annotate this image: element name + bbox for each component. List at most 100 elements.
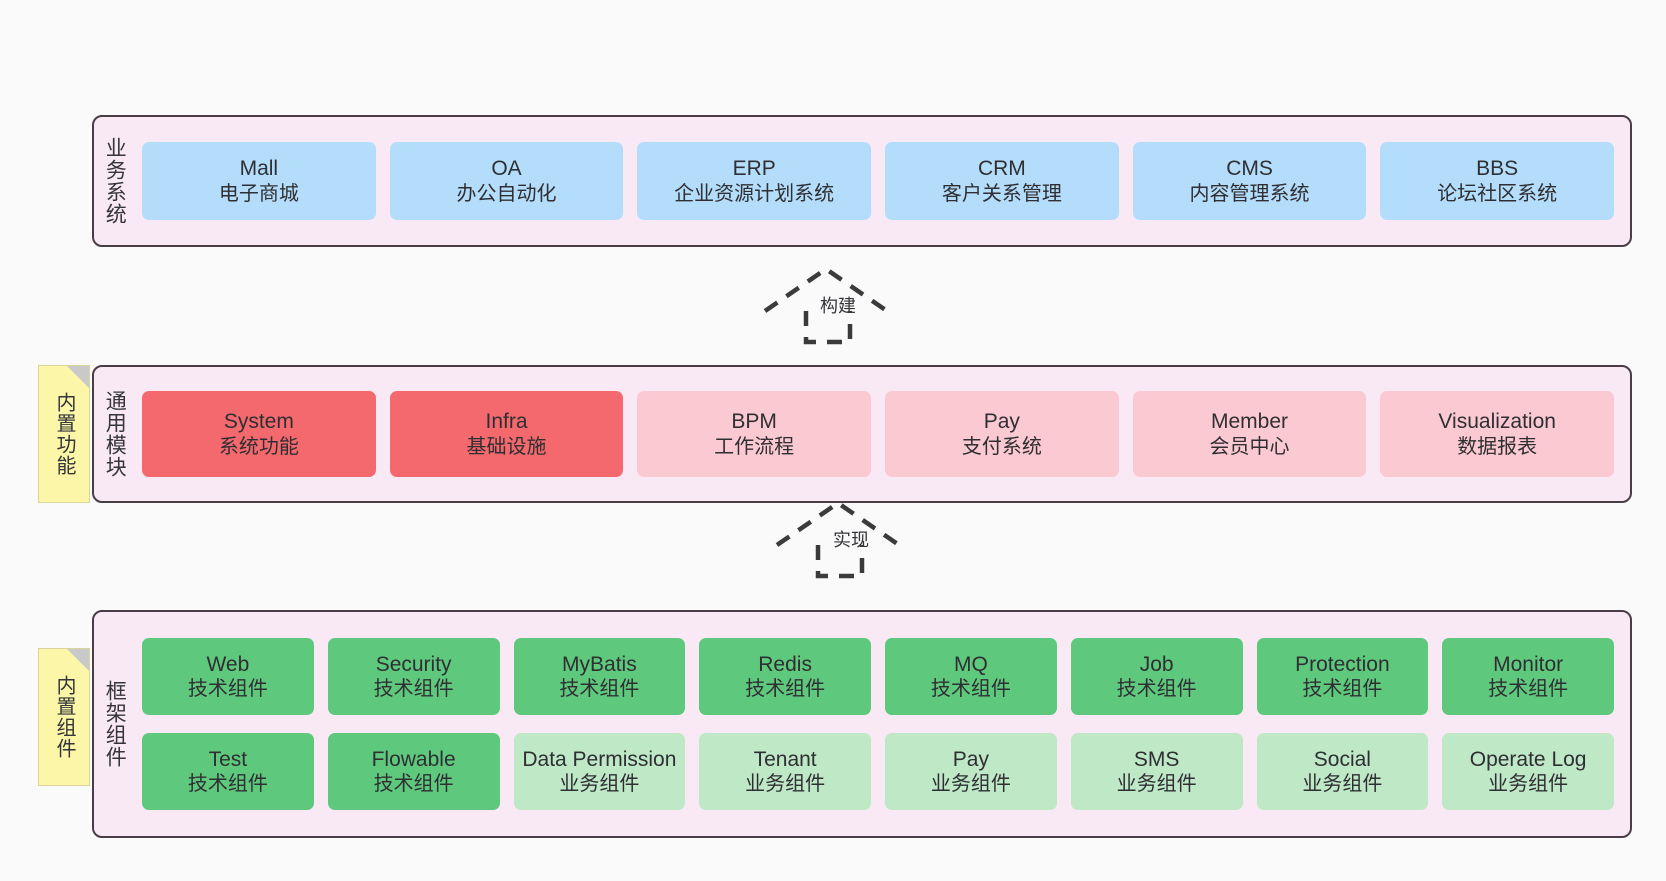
- node-web-desc: 技术组件: [187, 678, 268, 701]
- node-cms-desc: 内容管理系统: [1189, 182, 1310, 205]
- node-monitor-name: Monitor: [1493, 652, 1564, 676]
- node-pay-module-desc: 支付系统: [961, 435, 1042, 458]
- node-monitor[interactable]: Monitor 技术组件: [1442, 638, 1614, 715]
- node-flowable[interactable]: Flowable 技术组件: [327, 733, 500, 810]
- node-protection-name: Protection: [1295, 652, 1390, 676]
- node-job-desc: 技术组件: [1116, 678, 1197, 701]
- node-mybatis-name: MyBatis: [562, 652, 637, 676]
- node-pay-module-name: Pay: [983, 410, 1020, 433]
- node-sms-name: SMS: [1133, 747, 1180, 771]
- node-visualization-desc: 数据报表: [1457, 435, 1538, 458]
- node-mybatis[interactable]: MyBatis 技术组件: [513, 638, 686, 715]
- node-data-permission-desc: 业务组件: [559, 773, 640, 796]
- node-member[interactable]: Member 会员中心: [1132, 391, 1367, 477]
- note-builtin-features-text: 内置功能: [53, 392, 75, 476]
- node-test[interactable]: Test 技术组件: [142, 733, 314, 810]
- node-crm-desc: 客户关系管理: [941, 182, 1062, 205]
- node-infra-desc: 基础设施: [466, 435, 547, 458]
- node-infra[interactable]: Infra 基础设施: [389, 391, 624, 477]
- node-oa-name: OA: [491, 157, 522, 180]
- layer-business-systems-body: Mall 电子商城 OA 办公自动化 ERP 企业资源计划系统 CRM 客户关系…: [134, 117, 1630, 245]
- node-bbs-desc: 论坛社区系统: [1437, 182, 1558, 205]
- node-sms[interactable]: SMS 业务组件: [1070, 733, 1243, 810]
- node-member-desc: 会员中心: [1209, 435, 1290, 458]
- node-visualization-name: Visualization: [1438, 410, 1556, 433]
- node-mall[interactable]: Mall 电子商城: [142, 142, 376, 220]
- layer-business-systems: 业务系统 Mall 电子商城 OA 办公自动化 ERP 企业资源计划系统 CRM…: [92, 115, 1632, 247]
- note-builtin-components: 内置组件: [38, 648, 90, 786]
- layer-framework-components: 框架组件 Web 技术组件 Security 技术组件 MyBatis 技术组件…: [92, 610, 1632, 838]
- node-test-desc: 技术组件: [187, 773, 268, 796]
- layer-framework-components-body: Web 技术组件 Security 技术组件 MyBatis 技术组件 Redi…: [134, 612, 1630, 836]
- node-job[interactable]: Job 技术组件: [1070, 638, 1243, 715]
- layer-common-modules: 通用模块 System 系统功能 Infra 基础设施 BPM 工作流程 Pay…: [92, 365, 1632, 503]
- framework-row-business: Test 技术组件 Flowable 技术组件 Data Permission …: [142, 733, 1614, 810]
- node-erp-name: ERP: [732, 157, 776, 180]
- node-mall-desc: 电子商城: [218, 182, 299, 205]
- layer-common-modules-title: 通用模块: [103, 390, 127, 478]
- node-tenant[interactable]: Tenant 业务组件: [699, 733, 871, 810]
- node-protection-desc: 技术组件: [1302, 678, 1383, 701]
- node-cms[interactable]: CMS 内容管理系统: [1132, 142, 1367, 220]
- node-security-name: Security: [375, 652, 452, 676]
- node-social-name: Social: [1313, 747, 1371, 771]
- node-crm-name: CRM: [977, 157, 1026, 180]
- connector-build-label: 构建: [820, 296, 856, 316]
- node-redis[interactable]: Redis 技术组件: [699, 638, 871, 715]
- node-operate-log-desc: 业务组件: [1488, 773, 1569, 796]
- node-pay-component[interactable]: Pay 业务组件: [885, 733, 1057, 810]
- node-infra-name: Infra: [485, 410, 528, 433]
- node-member-name: Member: [1211, 410, 1289, 433]
- node-data-permission[interactable]: Data Permission 业务组件: [513, 733, 686, 810]
- node-security-desc: 技术组件: [373, 678, 454, 701]
- node-erp[interactable]: ERP 企业资源计划系统: [637, 142, 872, 220]
- node-redis-name: Redis: [758, 652, 812, 676]
- node-flowable-desc: 技术组件: [373, 773, 454, 796]
- node-sms-desc: 业务组件: [1116, 773, 1197, 796]
- node-flowable-name: Flowable: [371, 747, 456, 771]
- node-mq[interactable]: MQ 技术组件: [885, 638, 1057, 715]
- node-visualization[interactable]: Visualization 数据报表: [1380, 391, 1615, 477]
- node-security[interactable]: Security 技术组件: [327, 638, 500, 715]
- node-data-permission-name: Data Permission: [522, 747, 677, 771]
- node-test-name: Test: [208, 747, 248, 771]
- node-operate-log-name: Operate Log: [1469, 747, 1587, 771]
- node-erp-desc: 企业资源计划系统: [674, 182, 835, 205]
- connector-implement-label: 实现: [833, 530, 869, 550]
- node-crm[interactable]: CRM 客户关系管理: [885, 142, 1119, 220]
- node-web-name: Web: [206, 652, 250, 676]
- framework-row-technical: Web 技术组件 Security 技术组件 MyBatis 技术组件 Redi…: [142, 638, 1614, 715]
- node-job-name: Job: [1139, 652, 1174, 676]
- node-pay-component-desc: 业务组件: [930, 773, 1011, 796]
- node-system-desc: 系统功能: [218, 435, 299, 458]
- node-pay-component-name: Pay: [952, 747, 989, 771]
- node-monitor-desc: 技术组件: [1488, 678, 1569, 701]
- node-redis-desc: 技术组件: [745, 678, 826, 701]
- node-bpm[interactable]: BPM 工作流程: [637, 391, 872, 477]
- node-cms-name: CMS: [1226, 157, 1273, 180]
- node-tenant-name: Tenant: [753, 747, 817, 771]
- node-system-name: System: [223, 410, 294, 433]
- node-bbs[interactable]: BBS 论坛社区系统: [1380, 142, 1615, 220]
- node-bpm-name: BPM: [731, 410, 777, 433]
- layer-business-systems-title: 业务系统: [103, 137, 127, 225]
- node-mq-name: MQ: [953, 652, 988, 676]
- node-system[interactable]: System 系统功能: [142, 391, 376, 477]
- node-web[interactable]: Web 技术组件: [142, 638, 314, 715]
- node-operate-log[interactable]: Operate Log 业务组件: [1442, 733, 1614, 810]
- node-mybatis-desc: 技术组件: [559, 678, 640, 701]
- node-oa[interactable]: OA 办公自动化: [389, 142, 624, 220]
- layer-common-modules-body: System 系统功能 Infra 基础设施 BPM 工作流程 Pay 支付系统…: [134, 367, 1630, 501]
- node-mq-desc: 技术组件: [930, 678, 1011, 701]
- node-oa-desc: 办公自动化: [456, 182, 557, 205]
- node-pay-module[interactable]: Pay 支付系统: [885, 391, 1119, 477]
- node-social-desc: 业务组件: [1302, 773, 1383, 796]
- node-mall-name: Mall: [239, 157, 279, 180]
- note-builtin-features: 内置功能: [38, 365, 90, 503]
- node-bpm-desc: 工作流程: [714, 435, 795, 458]
- note-builtin-components-text: 内置组件: [53, 675, 75, 759]
- node-tenant-desc: 业务组件: [745, 773, 826, 796]
- node-protection[interactable]: Protection 技术组件: [1256, 638, 1429, 715]
- node-social[interactable]: Social 业务组件: [1256, 733, 1429, 810]
